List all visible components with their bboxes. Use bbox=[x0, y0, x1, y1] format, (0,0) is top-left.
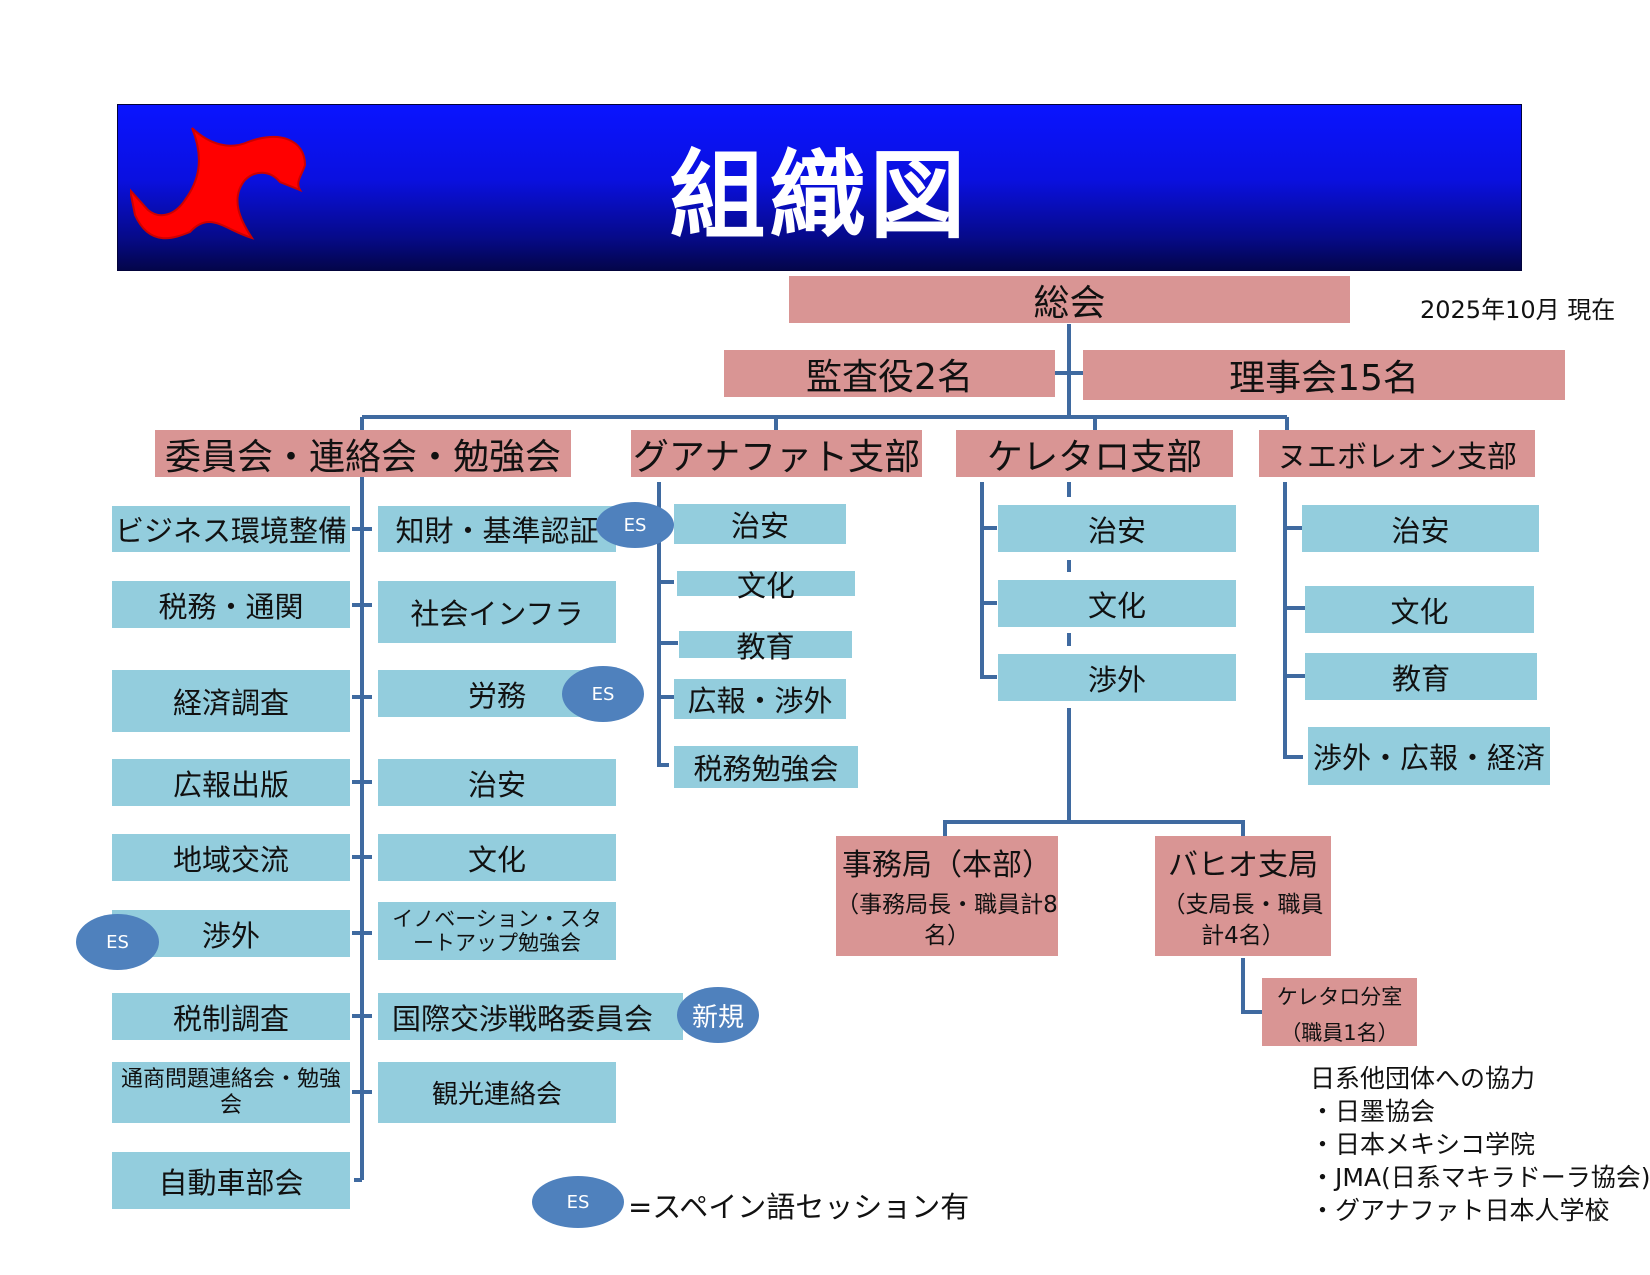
queretaro-spine bbox=[980, 482, 997, 679]
queretaro-room-detail: （職員1名） bbox=[1280, 1020, 1399, 1045]
column-guanajuato: グアナファト支部 bbox=[631, 430, 922, 478]
committee-economic-research: 経済調査 bbox=[112, 670, 350, 732]
nuevoleon-spine bbox=[1283, 482, 1303, 759]
cooperation-list: 日系他団体への協力 ・日墨協会 ・日本メキシコ学院 ・JMA(日系マキラドーラ協… bbox=[1310, 1062, 1650, 1227]
committee-business-environment: ビジネス環境整備 bbox=[112, 506, 350, 552]
page-number: 1 bbox=[1590, 1205, 1602, 1226]
committee-innovation-startup: イノベーション・スタートアップ勉強会 bbox=[378, 902, 616, 960]
legend-text: =スペイン語セッション有 bbox=[628, 1190, 970, 1224]
nuevoleon-culture: 文化 bbox=[1305, 586, 1534, 633]
cooperation-item: ・JMA(日系マキラドーラ協会) bbox=[1310, 1163, 1650, 1192]
title-banner bbox=[117, 104, 1522, 271]
guanajuato-education: 教育 bbox=[679, 630, 852, 664]
column-queretaro: ケレタロ支部 bbox=[956, 430, 1233, 478]
committee-security: 治安 bbox=[378, 759, 616, 806]
queretaro-external-relations: 渉外 bbox=[998, 654, 1236, 701]
committee-tax-customs: 税務・通関 bbox=[112, 581, 350, 628]
page-title: 組織図 bbox=[669, 140, 970, 252]
committee-social-infrastructure: 社会インフラ bbox=[378, 581, 616, 643]
es-badge: ES bbox=[596, 502, 674, 548]
guanajuato-tax-study: 税務勉強会 bbox=[674, 746, 858, 788]
committee-ip-standards: 知財・基準認証 bbox=[378, 506, 616, 552]
legend-es-badge: ES bbox=[532, 1176, 624, 1228]
auditors-box: 監査役2名 bbox=[724, 350, 1055, 398]
queretaro-culture: 文化 bbox=[998, 580, 1236, 627]
general-assembly-box: 総会 bbox=[789, 276, 1350, 324]
nuevoleon-security: 治安 bbox=[1302, 505, 1539, 552]
committee-tourism: 観光連絡会 bbox=[378, 1062, 616, 1123]
committee-culture: 文化 bbox=[378, 834, 616, 881]
committee-tax-system-research: 税制調査 bbox=[112, 993, 350, 1040]
guanajuato-spine bbox=[657, 482, 669, 767]
bajio-office-detail: （支局長・職員計4名） bbox=[1162, 892, 1324, 950]
committee-regional-exchange: 地域交流 bbox=[112, 834, 350, 881]
cooperation-item: ・日本メキシコ学院 bbox=[1310, 1130, 1536, 1159]
secretariat-box: 事務局（本部） （事務局長・職員計8名） bbox=[836, 836, 1058, 956]
committee-automotive: 自動車部会 bbox=[112, 1152, 350, 1209]
committee-international-negotiation: 国際交渉戦略委員会 bbox=[378, 993, 683, 1040]
secretariat-title: 事務局（本部） bbox=[842, 848, 1052, 883]
guanajuato-culture: 文化 bbox=[677, 569, 855, 603]
queretaro-room-box: ケレタロ分室 （職員1名） bbox=[1262, 978, 1417, 1046]
column-nuevoleon: ヌエボレオン支部 bbox=[1259, 430, 1535, 477]
queretaro-room-title: ケレタロ分室 bbox=[1276, 985, 1403, 1009]
committee-pr-publishing: 広報出版 bbox=[112, 759, 350, 806]
nuevoleon-relations-pr-economy: 渉外・広報・経済 bbox=[1308, 727, 1550, 785]
committee-trade-issues: 通商問題連絡会・勉強会 bbox=[112, 1062, 350, 1123]
column-committees: 委員会・連絡会・勉強会 bbox=[155, 430, 571, 478]
cooperation-item: ・日墨協会 bbox=[1310, 1097, 1436, 1126]
es-badge: ES bbox=[562, 666, 644, 722]
queretaro-security: 治安 bbox=[998, 505, 1236, 552]
company-logo-icon bbox=[130, 127, 307, 240]
nuevoleon-education: 教育 bbox=[1305, 653, 1537, 700]
guanajuato-pr-relations: 広報・渉外 bbox=[674, 679, 846, 719]
office-bar bbox=[943, 820, 1245, 836]
secretariat-detail: （事務局長・職員計8名） bbox=[836, 892, 1058, 950]
cooperation-item: ・グアナファト日本人学校 bbox=[1310, 1196, 1610, 1225]
bajio-office-title: バヒオ支局 bbox=[1168, 848, 1318, 883]
bajio-office-box: バヒオ支局 （支局長・職員計4名） bbox=[1155, 836, 1331, 956]
room-connector bbox=[1241, 958, 1262, 1014]
committee-ticks bbox=[352, 527, 372, 1094]
as-of-date: 2025年10月 現在 bbox=[1420, 296, 1616, 324]
board-box: 理事会15名 bbox=[1083, 350, 1565, 400]
es-badge: ES bbox=[76, 914, 159, 970]
cooperation-title: 日系他団体への協力 bbox=[1310, 1064, 1536, 1093]
guanajuato-security: 治安 bbox=[674, 504, 846, 544]
new-badge: 新規 bbox=[677, 987, 759, 1043]
